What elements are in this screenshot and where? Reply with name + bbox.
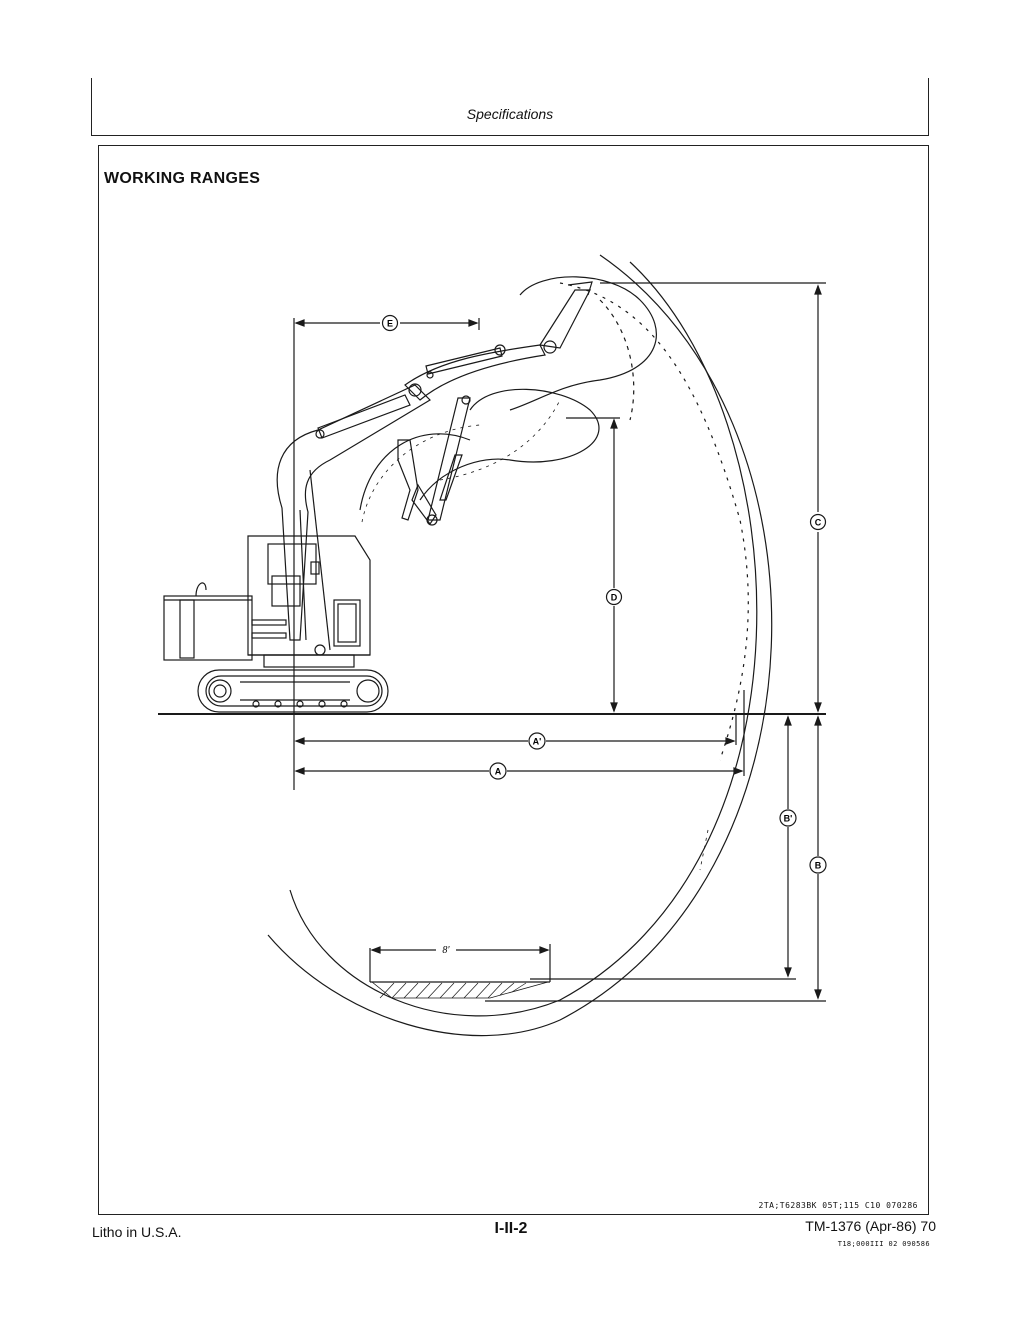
- dashed-arc: [559, 282, 749, 761]
- label-e: E: [387, 319, 393, 329]
- label-eight-ft: 8': [442, 945, 450, 956]
- label-c: C: [815, 518, 822, 528]
- section-title: WORKING RANGES: [104, 170, 261, 187]
- footer-doc-id: TM-1376 (Apr-86) 70: [805, 1218, 936, 1234]
- excavator: [163, 281, 593, 713]
- label-b: B: [815, 861, 822, 871]
- page-header: Specifications: [91, 78, 929, 136]
- label-a-prime: A': [533, 737, 542, 747]
- figure-code: 2TA;T6283BK 05T;115 C10 070286: [758, 1201, 918, 1210]
- footer-code: T18;000III 02 090586: [837, 1240, 930, 1248]
- label-a: A: [495, 767, 502, 777]
- label-d: D: [611, 593, 618, 603]
- figure-frame: WORKING RANGES 2TA;T6283BK 05T;115 C10 0…: [98, 145, 929, 1215]
- outer-reach-arc: [267, 254, 773, 1037]
- header-title: Specifications: [466, 106, 554, 122]
- inner-reach-arc: [289, 261, 758, 1017]
- footer-page-number: I-II-2: [494, 1220, 528, 1237]
- label-b-prime: B': [784, 814, 793, 824]
- footer-litho: Litho in U.S.A.: [92, 1224, 182, 1240]
